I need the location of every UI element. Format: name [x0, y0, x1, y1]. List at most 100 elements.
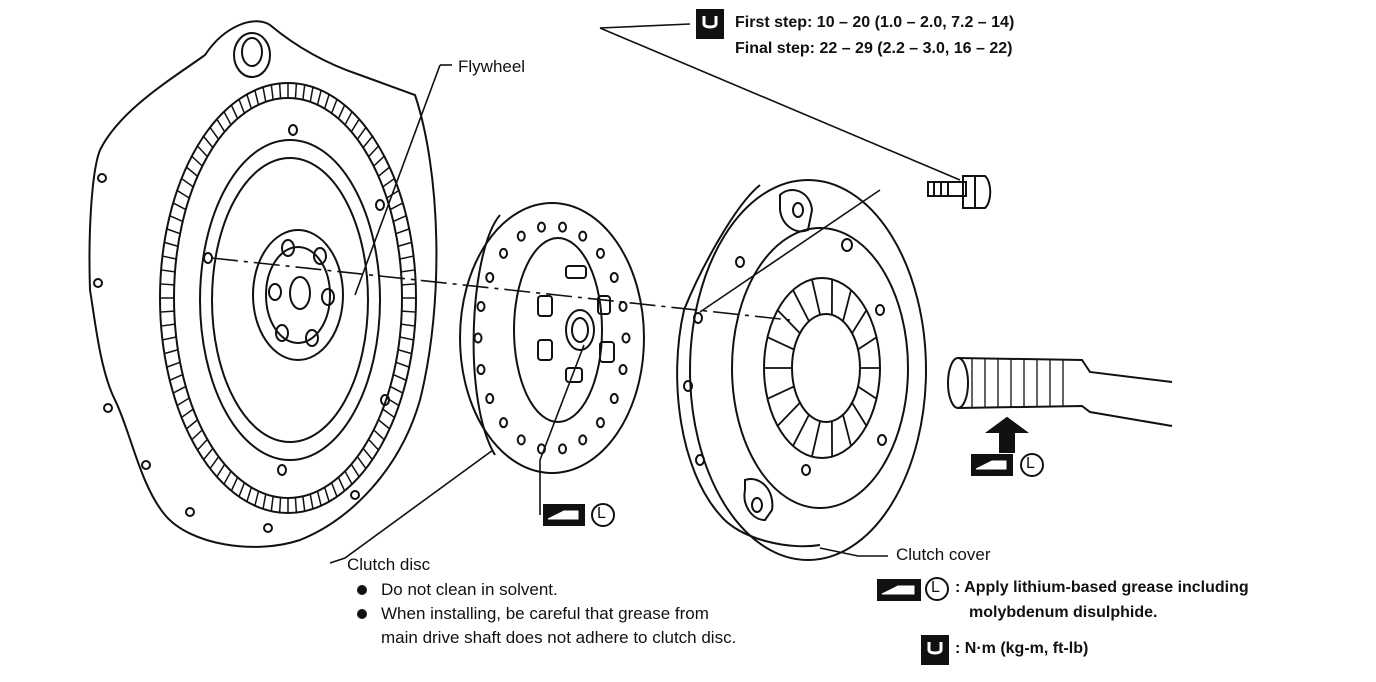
disc-rivet-hole [476, 364, 486, 376]
disc-rivet-hole [499, 417, 509, 429]
gear-tooth [169, 373, 183, 381]
gear-tooth [362, 447, 373, 461]
gear-tooth [172, 202, 187, 211]
grease-gun-icon [543, 504, 585, 526]
gear-tooth [196, 438, 208, 451]
gear-tooth [185, 166, 199, 177]
flywheel-ring-gear [159, 82, 417, 514]
gear-tooth [302, 84, 306, 100]
disc-rivet-hole [536, 221, 546, 233]
gear-tooth [203, 447, 214, 461]
gear-tooth [262, 86, 267, 102]
gear-tooth [166, 361, 181, 368]
disc-rivet-hole [485, 271, 495, 283]
clutch-cover-label: Clutch cover [896, 545, 991, 564]
gear-tooth [309, 86, 314, 102]
gear-tooth [262, 494, 267, 510]
gear-tooth [270, 496, 274, 512]
gear-tooth [356, 126, 367, 140]
gear-tooth [230, 104, 239, 119]
main-drive-shaft [947, 357, 1173, 427]
note-bullet [357, 585, 367, 595]
gear-tooth [401, 283, 416, 286]
gear-tooth [389, 202, 404, 211]
gear-tooth [169, 215, 183, 223]
diaphragm-finger [842, 289, 852, 322]
gear-tooth [278, 83, 282, 99]
diaphragm-finger [811, 279, 821, 316]
gear-tooth [166, 228, 181, 235]
grease-l-letter: L [597, 505, 606, 522]
gear-tooth [209, 126, 220, 140]
flywheel-housing [88, 20, 438, 548]
diaphragm-finger [792, 414, 810, 447]
gear-tooth [337, 104, 346, 119]
gear-tooth [397, 349, 412, 355]
gear-tooth [316, 90, 322, 105]
leader-lines [211, 23, 961, 564]
gear-tooth [377, 419, 391, 430]
gear-tooth [356, 456, 367, 470]
diaphragm-finger [851, 309, 868, 334]
gear-tooth [181, 177, 194, 188]
gear-tooth [162, 255, 177, 260]
disc-rivet-hole [473, 332, 483, 344]
diaphragm-finger [857, 336, 877, 351]
gear-tooth [238, 482, 246, 497]
disc-rivet-hole [485, 393, 495, 405]
diaphragm-finger [857, 385, 877, 400]
gear-tooth [238, 99, 246, 114]
gear-tooth [172, 385, 187, 394]
gear-tooth [397, 241, 412, 247]
note-bullet [357, 609, 367, 619]
gear-tooth [164, 349, 179, 355]
flywheel-face [199, 124, 390, 476]
diaphragm-finger [851, 402, 868, 427]
gear-tooth [302, 496, 306, 512]
disc-rivet-hole [618, 300, 628, 312]
gear-tooth [223, 111, 232, 126]
gear-tooth [160, 323, 176, 327]
gear-tooth [294, 83, 298, 99]
disc-rivet-hole [578, 434, 588, 446]
gear-tooth [382, 408, 395, 419]
note-grease-warning: When installing, be careful that grease … [381, 604, 709, 623]
gear-tooth [181, 408, 194, 419]
gear-tooth [350, 463, 360, 478]
gear-tooth [196, 145, 208, 158]
torque-final-step: Final step: 22 – 29 (2.2 – 3.0, 16 – 22) [735, 40, 1013, 57]
diaphragm-finger [842, 414, 852, 447]
gear-tooth [400, 323, 416, 327]
gear-tooth [270, 84, 274, 100]
grease-gun-icon [971, 454, 1013, 476]
gear-tooth [230, 477, 239, 492]
gear-tooth [323, 487, 330, 502]
grease-l-circle [591, 503, 615, 527]
gear-tooth [400, 269, 416, 273]
gear-tooth [160, 283, 175, 286]
gear-tooth [254, 90, 260, 105]
gear-tooth [223, 470, 232, 485]
cover-bolt [927, 175, 992, 209]
gear-tooth [216, 463, 226, 478]
disc-rivet-hole [558, 221, 568, 233]
gear-tooth [160, 269, 176, 273]
gear-tooth [191, 429, 203, 441]
grease-l-circle [1020, 453, 1044, 477]
gear-tooth [330, 482, 338, 497]
gear-tooth [203, 135, 214, 149]
grease-arrow [984, 416, 1030, 453]
gear-tooth [191, 155, 203, 167]
gear-tooth [362, 135, 373, 149]
gear-tooth [382, 177, 395, 188]
gear-tooth [209, 456, 220, 470]
gear-tooth [368, 438, 380, 451]
grease-l-circle [925, 577, 949, 601]
gear-tooth [309, 494, 314, 510]
torque-first-step: First step: 10 – 20 (1.0 – 2.0, 7.2 – 14… [735, 14, 1015, 31]
disc-rivet-hole [558, 443, 568, 455]
gear-tooth [216, 118, 226, 133]
gear-tooth [399, 255, 414, 260]
flywheel-label: Flywheel [458, 57, 526, 76]
